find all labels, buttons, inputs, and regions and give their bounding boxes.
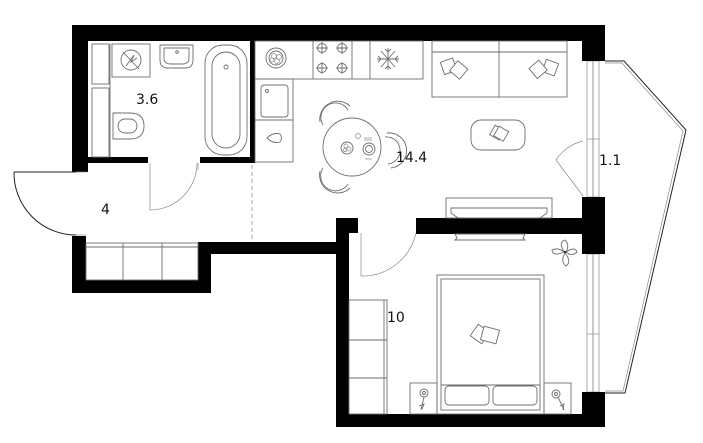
- chair-icon: [384, 132, 408, 169]
- room-area-label-bathroom: 3.6: [136, 92, 159, 108]
- pillow-icon: [469, 323, 501, 345]
- room-area-label-hallway: 4: [101, 202, 110, 218]
- pillow-icon: [439, 57, 469, 80]
- tv-icon: [445, 197, 553, 219]
- hallway: [13, 165, 253, 281]
- bedroom: [348, 232, 578, 415]
- fruit-bowl-icon: [265, 47, 287, 69]
- kitchen-sink-icon: [260, 84, 289, 143]
- door-icon: [360, 232, 417, 277]
- coffee-table-icon: [470, 119, 526, 151]
- walls: [72, 25, 605, 427]
- toilet-icon: [112, 112, 145, 140]
- bathroom: [91, 43, 248, 158]
- dining-table-icon: [319, 100, 408, 194]
- kitchen: [254, 40, 424, 163]
- door-icon: [555, 140, 584, 197]
- nightstand-lamp-icon: [543, 382, 572, 415]
- sink-icon: [159, 44, 194, 69]
- pillow-icon: [528, 58, 560, 80]
- chair-icon: [319, 167, 351, 194]
- door-icon: [149, 162, 199, 211]
- wardrobe-icon: [85, 242, 199, 281]
- chair-icon: [319, 100, 351, 126]
- bathtub-icon: [204, 44, 248, 156]
- room-area-label-living-kitchen: 14.4: [396, 150, 428, 166]
- nightstand-lamp-icon: [409, 382, 438, 415]
- washing-machine-icon: [111, 43, 151, 78]
- stove-icon: [316, 42, 348, 74]
- room-area-label-balcony: 1.1: [599, 153, 622, 169]
- wardrobe-icon: [348, 299, 388, 415]
- sofa-icon: [431, 40, 568, 98]
- fridge-freezer-icon: [377, 48, 399, 70]
- room-area-label-bedroom: 10: [387, 310, 405, 326]
- bed-icon: [436, 274, 545, 415]
- plant-icon: [551, 239, 578, 267]
- door-icon: [13, 171, 86, 236]
- tv-icon: [453, 233, 527, 241]
